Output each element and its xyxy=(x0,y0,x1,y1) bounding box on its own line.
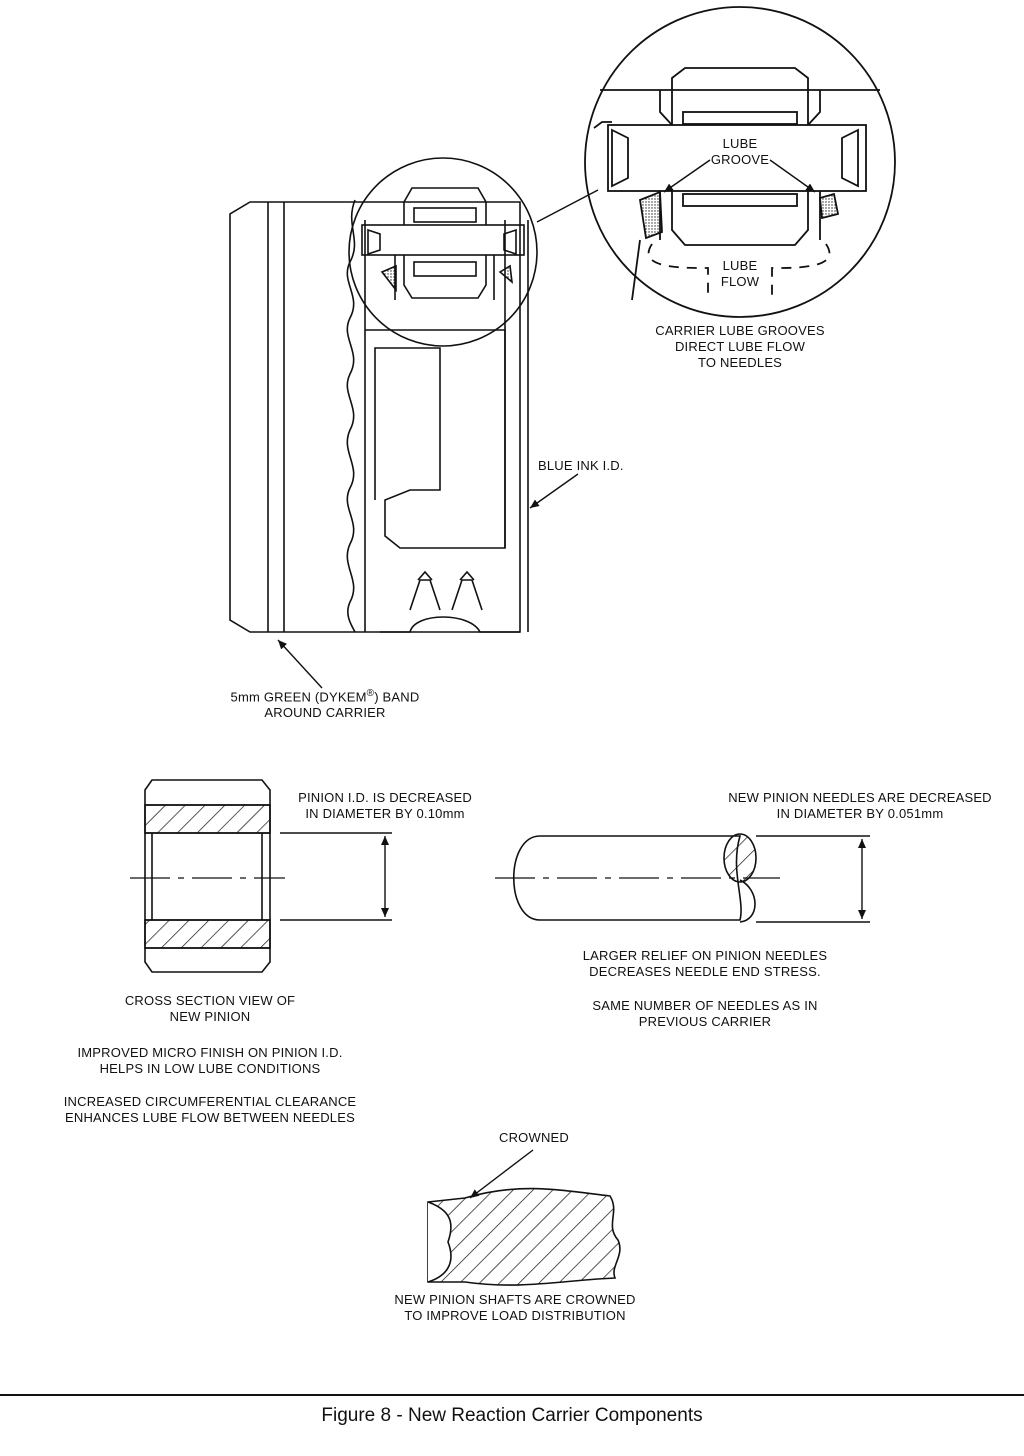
blue-ink-label: BLUE INK I.D. xyxy=(538,458,624,473)
micro-finish-line-2: HELPS IN LOW LUBE CONDITIONS xyxy=(99,1061,321,1076)
carrier-lube-grooves-note: CARRIER LUBE GROOVES DIRECT LUBE FLOW TO… xyxy=(630,323,850,371)
pinion-id-note: PINION I.D. IS DECREASED IN DIAMETER BY … xyxy=(280,790,490,822)
carrier-lube-line-2: DIRECT LUBE FLOW xyxy=(674,339,806,354)
green-band-line-2: AROUND CARRIER xyxy=(264,705,386,721)
pinion-cross-section xyxy=(130,779,285,973)
cross-section-line-1: CROSS SECTION VIEW OF xyxy=(124,993,296,1008)
blue-ink-leader xyxy=(529,473,579,509)
registered-mark: ® xyxy=(366,688,375,699)
lube-groove-line-1: LUBE xyxy=(722,136,758,151)
needles-line-1: NEW PINION NEEDLES ARE DECREASED xyxy=(728,790,992,805)
carrier-assembly xyxy=(229,199,529,633)
detail-circle-large xyxy=(584,6,896,318)
needles-decreased-note: NEW PINION NEEDLES ARE DECREASED IN DIAM… xyxy=(700,790,1020,822)
cross-section-line-2: NEW PINION xyxy=(169,1009,251,1024)
crowned-label: CROWNED xyxy=(498,1130,569,1145)
shafts-crowned-line-1: NEW PINION SHAFTS ARE CROWNED xyxy=(394,1292,636,1307)
circumferential-note: INCREASED CIRCUMFERENTIAL CLEARANCE ENHA… xyxy=(30,1094,390,1126)
same-number-line-1: SAME NUMBER OF NEEDLES AS IN xyxy=(592,998,818,1013)
green-band-line-1: 5mm GREEN (DYKEM®) BAND xyxy=(180,686,470,705)
lube-groove-label: LUBE GROOVE xyxy=(700,136,780,168)
carrier-lube-line-3: TO NEEDLES xyxy=(697,355,783,370)
needles-line-2: IN DIAMETER BY 0.051mm xyxy=(776,806,944,821)
shafts-crowned-line-2: TO IMPROVE LOAD DISTRIBUTION xyxy=(404,1308,626,1323)
pinion-id-line-1: PINION I.D. IS DECREASED xyxy=(298,790,472,805)
lube-flow-line-1: LUBE xyxy=(722,258,758,273)
micro-finish-note: IMPROVED MICRO FINISH ON PINION I.D. HEL… xyxy=(40,1045,380,1077)
detail-circle-small xyxy=(348,157,538,347)
micro-finish-line-1: IMPROVED MICRO FINISH ON PINION I.D. xyxy=(77,1045,343,1060)
caption-rule xyxy=(0,1394,1024,1396)
circumferential-line-2: ENHANCES LUBE FLOW BETWEEN NEEDLES xyxy=(65,1110,355,1125)
larger-relief-line-1: LARGER RELIEF ON PINION NEEDLES xyxy=(582,948,828,963)
figure-caption: Figure 8 - New Reaction Carrier Componen… xyxy=(321,1405,703,1426)
lube-flow-line-2: FLOW xyxy=(720,274,760,289)
lube-flow-label: LUBE FLOW xyxy=(705,258,775,290)
shafts-crowned-note: NEW PINION SHAFTS ARE CROWNED TO IMPROVE… xyxy=(365,1292,665,1324)
same-number-line-2: PREVIOUS CARRIER xyxy=(638,1014,772,1029)
pinion-dimension xyxy=(280,832,392,921)
green-band-text-a: 5mm GREEN (DYKEM xyxy=(230,689,367,705)
green-band-text-b: ) BAND xyxy=(374,689,420,705)
larger-relief-line-2: DECREASES NEEDLE END STRESS. xyxy=(589,964,821,979)
lube-groove-line-2: GROOVE xyxy=(710,152,770,167)
crowned-shaft xyxy=(427,1187,621,1286)
circumferential-line-1: INCREASED CIRCUMFERENTIAL CLEARANCE xyxy=(63,1094,357,1109)
pinion-id-line-2: IN DIAMETER BY 0.10mm xyxy=(305,806,465,821)
same-number-note: SAME NUMBER OF NEEDLES AS IN PREVIOUS CA… xyxy=(560,998,850,1030)
green-band-leader xyxy=(277,639,323,689)
needle-dimension xyxy=(756,835,870,923)
green-band-label: 5mm GREEN (DYKEM®) BAND AROUND CARRIER xyxy=(180,686,470,721)
carrier-lube-line-1: CARRIER LUBE GROOVES xyxy=(655,323,825,338)
lube-groove-leaders xyxy=(663,159,816,193)
cross-section-label: CROSS SECTION VIEW OF NEW PINION xyxy=(90,993,330,1025)
crowned-leader xyxy=(469,1149,534,1199)
pinion-needle xyxy=(495,833,780,923)
larger-relief-note: LARGER RELIEF ON PINION NEEDLES DECREASE… xyxy=(550,948,860,980)
